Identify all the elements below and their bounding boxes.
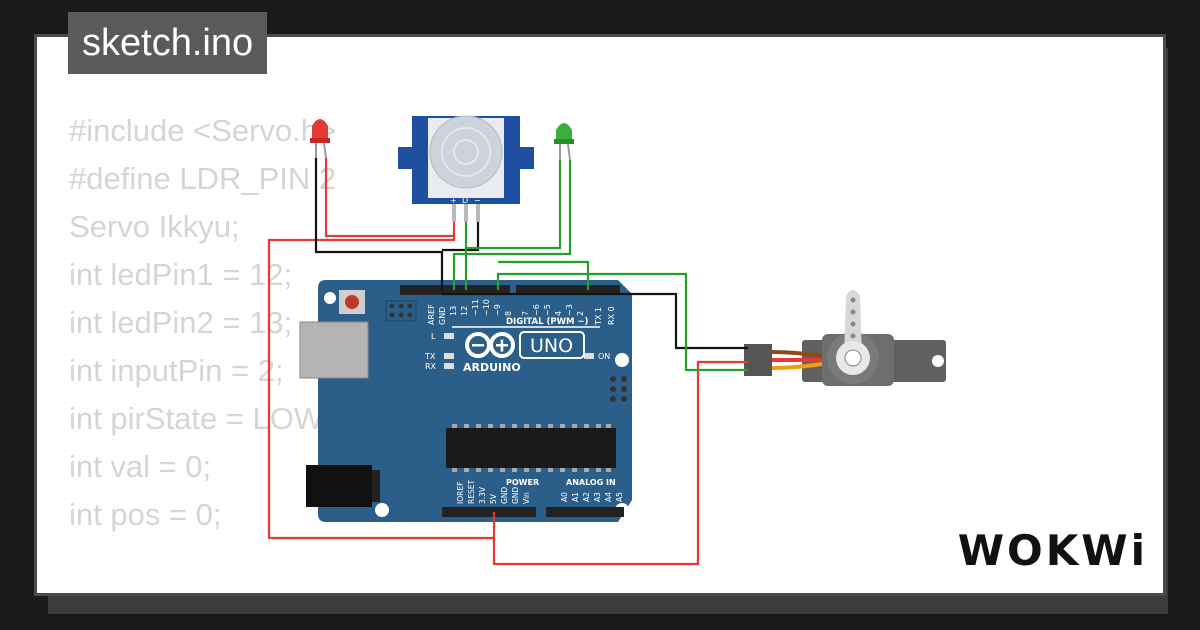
power-pin-labels: IOREF RESET 3.3V 5V GND GND Vin [456,480,531,504]
code-listing: #include <Servo.h> #define LDR_PIN 2 Ser… [69,107,337,593]
svg-text:8: 8 [504,311,513,316]
svg-text:A4: A4 [604,492,613,502]
svg-text:RX 0: RX 0 [607,306,616,325]
svg-text:3.3V: 3.3V [478,486,487,504]
red-led[interactable] [310,119,330,160]
svg-text:13: 13 [449,306,458,316]
on-led-label: ON [598,352,610,361]
mount-hole [615,353,629,367]
svg-text:7: 7 [521,311,530,316]
svg-text:2: 2 [576,311,585,316]
svg-text:IOREF: IOREF [456,482,465,504]
power-header [442,507,536,517]
analog-header [546,507,624,517]
usb-port [299,321,369,379]
svg-text:A1: A1 [571,492,580,502]
arduino-logo-icon [465,332,515,358]
svg-text:A2: A2 [582,492,591,502]
code-line-5: int ledPin2 = 13; [69,305,293,340]
wokwi-logo: WOKWi [957,526,1148,575]
svg-text:A3: A3 [593,492,602,502]
svg-text:GND: GND [500,487,509,504]
green-led[interactable] [554,123,574,161]
code-line-8: int val = 0; [69,449,212,484]
preview-card: #include <Servo.h> #define LDR_PIN 2 Ser… [34,34,1166,596]
svg-text:~5: ~5 [543,304,552,316]
board-brand: ARDUINO [463,361,521,374]
digital-header-right [516,285,620,295]
pir-sensor[interactable]: + D − [398,115,534,222]
digital-label: DIGITAL (PWM ~) [506,317,588,327]
svg-text:5V: 5V [489,493,498,504]
svg-text:~10: ~10 [482,299,491,316]
analog-pin-labels: A0 A1 A2 A3 A4 A5 [560,492,624,502]
svg-text:~6: ~6 [532,304,541,316]
svg-text:~9: ~9 [493,304,502,316]
svg-text:12: 12 [460,306,469,316]
wires [267,158,748,566]
code-line-6: int inputPin = 2; [69,353,284,388]
analog-label: ANALOG IN [566,478,616,487]
svg-text:~3: ~3 [565,304,574,316]
microcontroller-chip [446,428,616,468]
board-model: UNO [530,335,573,357]
svg-text:4: 4 [554,311,563,316]
mount-hole [324,292,336,304]
rx-led-label: RX [425,362,437,371]
svg-text:GND: GND [511,487,520,504]
mount-hole [375,503,389,517]
pir-pin-minus: − [474,196,481,205]
file-tab[interactable]: sketch.ino [68,12,268,74]
code-line-3: Servo Ikkyu; [69,209,240,244]
circuit-diagram: AREF GND 13 12 ~11 ~10 ~9 8 7 ~6 ~5 4 ~3… [267,115,946,566]
l-led-label: L [431,332,436,341]
code-line-4: int ledPin1 = 12; [69,257,293,292]
svg-text:~11: ~11 [471,299,480,316]
servo-motor[interactable] [744,290,946,386]
svg-text:A5: A5 [615,492,624,502]
code-line-2: #define LDR_PIN 2 [69,161,337,196]
pir-pin-plus: + [450,196,457,205]
svg-text:TX 1: TX 1 [594,307,603,326]
svg-text:RESET: RESET [467,480,476,504]
servo-connector [744,344,772,376]
svg-text:AREF: AREF [427,304,436,325]
svg-text:Vin: Vin [522,492,531,504]
pir-pin-d: D [462,196,468,205]
svg-text:GND: GND [438,307,447,325]
svg-text:A0: A0 [560,492,569,502]
tx-led-label: TX [424,352,436,361]
arduino-uno-board[interactable]: AREF GND 13 12 ~11 ~10 ~9 8 7 ~6 ~5 4 ~3… [299,280,632,522]
power-label: POWER [506,478,539,487]
code-line-9: int pos = 0; [69,497,222,532]
digital-pin-labels: AREF GND 13 12 ~11 ~10 ~9 8 7 ~6 ~5 4 ~3… [427,299,616,326]
dc-jack [306,465,372,507]
